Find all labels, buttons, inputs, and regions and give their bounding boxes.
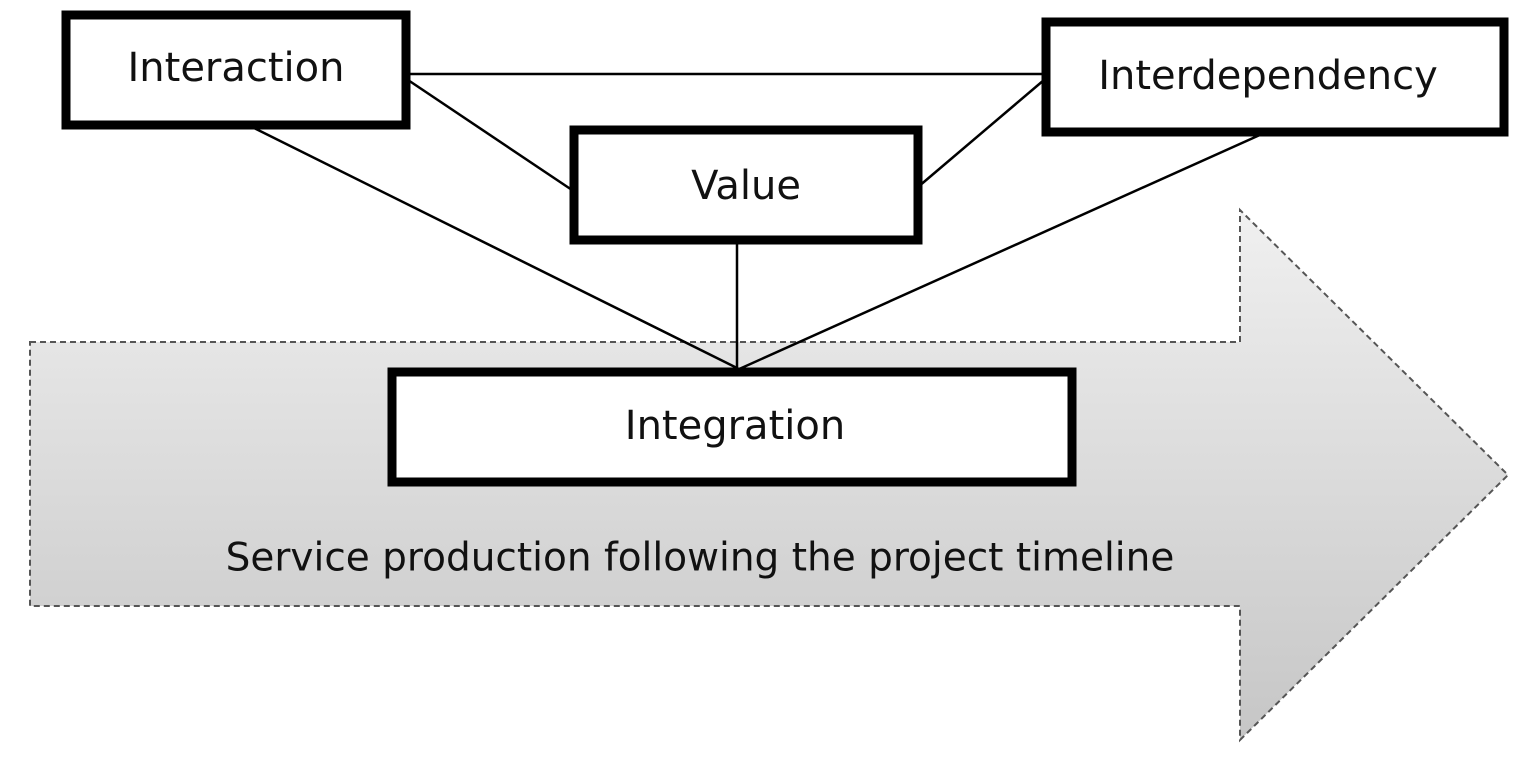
- line-interaction-integration: [249, 124, 738, 370]
- node-integration: Integration: [387, 367, 1077, 487]
- node-interaction-box: [61, 10, 411, 130]
- connector-lines: [249, 72, 1263, 372]
- node-interaction: Interaction: [61, 10, 411, 130]
- line-interaction-value: [407, 78, 573, 192]
- node-interdependency: Interdependency: [1041, 17, 1509, 137]
- node-integration-label: Integration: [625, 403, 845, 449]
- node-interdependency-label: Interdependency: [1098, 53, 1438, 99]
- node-integration-box: [387, 367, 1077, 487]
- line-interdependency-integration: [736, 132, 1263, 372]
- node-value-box: [569, 125, 923, 245]
- node-interdependency-box: [1041, 17, 1509, 137]
- line-interdependency-value: [917, 79, 1045, 188]
- node-value-label: Value: [691, 163, 801, 209]
- node-value: Value: [569, 125, 923, 245]
- timeline-caption: Service production following the project…: [226, 536, 1175, 581]
- node-interaction-label: Interaction: [127, 45, 344, 91]
